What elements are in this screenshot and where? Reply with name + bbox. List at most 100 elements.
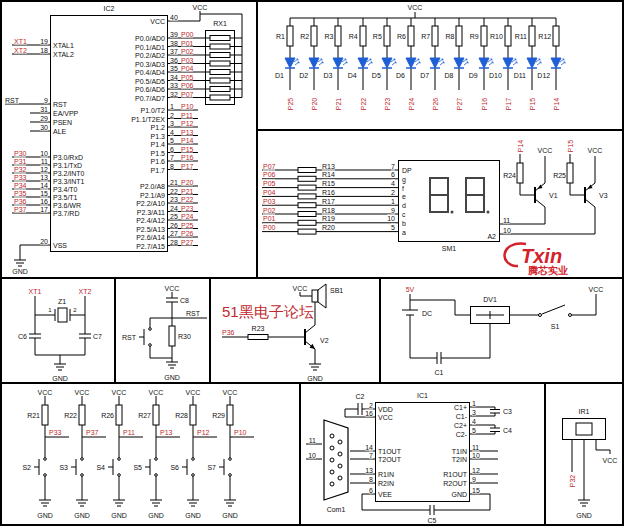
pin-name: a <box>402 228 406 235</box>
pin-number: 10 <box>40 150 48 157</box>
net-label: P33 <box>49 429 61 436</box>
net-label: XT1 <box>29 288 42 295</box>
net-label: P10 <box>181 103 193 110</box>
connector-symbol: Com1 <box>322 418 350 502</box>
resistor-symbol <box>169 326 175 346</box>
net-label: P10 <box>234 429 246 436</box>
pin-number: 3 <box>472 409 476 416</box>
net-label: P36 <box>222 329 234 336</box>
pin-number: 11 <box>41 158 48 165</box>
part-label: R12 <box>538 33 551 40</box>
part-label: C7 <box>93 333 102 340</box>
pin-number: 17 <box>40 206 48 213</box>
part-label: V1 <box>549 192 558 199</box>
net-label: P06 <box>263 171 275 178</box>
pin-number: 4 <box>472 418 476 425</box>
wire <box>572 440 610 496</box>
net-label: P00 <box>263 224 275 231</box>
pin-number: 24 <box>170 204 178 211</box>
regulator-box: DV1 <box>470 306 510 324</box>
pin-name: P2.4/A12 <box>136 217 165 224</box>
power-label: VCC <box>293 285 308 292</box>
connector-pin <box>330 482 334 486</box>
pin-name: P3.4/T0 <box>53 186 78 193</box>
part-label: V2 <box>320 337 329 344</box>
power-label: VCC <box>408 4 423 11</box>
wire <box>304 329 306 345</box>
crystal-symbol <box>58 308 67 322</box>
part-label: D6 <box>396 72 405 79</box>
resistor-symbol <box>227 405 233 425</box>
wire <box>150 292 207 358</box>
net-label: P13 <box>181 128 193 135</box>
net-label: P02 <box>263 206 275 213</box>
buzzer-symbol <box>318 284 326 308</box>
net-label: P36 <box>14 198 26 205</box>
part-label: C4 <box>503 427 512 434</box>
resistor-symbol <box>553 26 559 46</box>
pin-number: 38 <box>170 39 178 46</box>
pin-name: C2+ <box>454 422 467 429</box>
part-label: D12 <box>537 72 550 79</box>
net-label: P16 <box>181 154 193 161</box>
resistor-symbol <box>298 176 316 181</box>
power-label: VCC <box>38 389 53 396</box>
pin-name: P1.3 <box>151 132 165 139</box>
pin-name: c <box>402 211 406 218</box>
transistor-arrow <box>310 185 593 350</box>
net-label: P14 <box>517 140 524 152</box>
pin-name: b <box>402 219 406 226</box>
net-label: P32 <box>569 475 576 487</box>
pin-name: C2- <box>456 431 467 438</box>
button-symbol <box>145 456 157 478</box>
net-label: P15 <box>529 98 536 110</box>
pin-number: 2 <box>391 189 395 196</box>
resistor-symbol <box>287 26 293 46</box>
pin-number: 11 <box>472 444 479 451</box>
led-symbol <box>382 58 396 68</box>
pin-name: VSS <box>53 242 67 249</box>
resistor-array-element <box>210 87 230 92</box>
part-label: D4 <box>348 72 357 79</box>
net-label: XT2 <box>14 47 27 54</box>
pin-number: 39 <box>170 31 178 38</box>
part-label: R2 <box>300 33 309 40</box>
resistor-symbol <box>298 194 316 199</box>
net-label: P34 <box>14 182 26 189</box>
part-label: C3 <box>503 408 512 415</box>
power-label: GND <box>111 512 127 519</box>
resistor-symbol <box>298 168 316 173</box>
pin-name: P2.0/A8 <box>140 183 165 190</box>
part-label: R3 <box>324 33 333 40</box>
net-label: P14 <box>181 137 193 144</box>
pin-number: 6 <box>369 487 373 494</box>
wire <box>535 187 585 203</box>
switch-terminal <box>539 314 572 317</box>
resistor-symbol <box>384 26 390 46</box>
part-label: R21 <box>27 412 40 419</box>
part-label: D1 <box>275 72 284 79</box>
net-label: RST <box>186 310 200 317</box>
power-label: GND <box>307 375 323 382</box>
net-label: P22 <box>181 196 193 203</box>
net-label: P07 <box>263 162 275 169</box>
part-name: IR1 <box>579 408 590 415</box>
part-label: R11 <box>515 33 527 40</box>
wire <box>5 45 50 256</box>
part-label: R28 <box>175 412 188 419</box>
button-symbol <box>219 456 231 478</box>
button-symbol <box>71 456 83 478</box>
net-label: P21 <box>181 187 193 194</box>
pin-name: RST <box>53 101 67 108</box>
button-symbol <box>182 456 194 478</box>
net-label: P00 <box>181 31 193 38</box>
pin-number: 7 <box>391 162 395 169</box>
pin-name: P2.2/A10 <box>136 200 165 207</box>
part-label: D8 <box>444 72 453 79</box>
wire <box>29 296 91 360</box>
wire <box>5 11 610 515</box>
pin-name: P3.2/INT0 <box>53 170 85 177</box>
pin-number: 12 <box>40 166 48 173</box>
net-label: P23 <box>181 204 193 211</box>
pin-number: 11 <box>503 217 510 224</box>
